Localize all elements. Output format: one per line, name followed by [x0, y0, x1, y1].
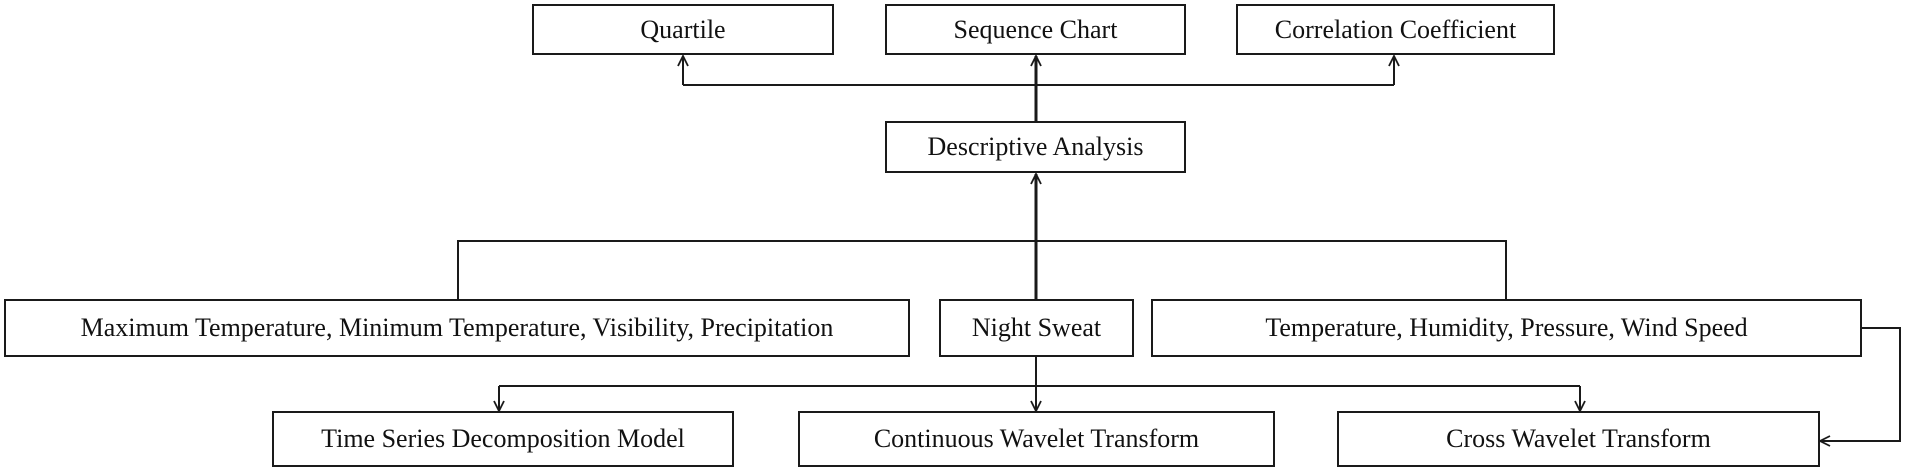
temperature-humidity-pressure-wind-node: Temperature, Humidity, Pressure, Wind Sp…	[1151, 299, 1862, 357]
night-sweat-node: Night Sweat	[939, 299, 1134, 357]
quartile-node: Quartile	[532, 4, 834, 55]
descriptive-analysis-node: Descriptive Analysis	[885, 121, 1186, 173]
correlation-coefficient-node: Correlation Coefficient	[1236, 4, 1555, 55]
arrow-side-loop-to-cross-wavelet	[1820, 327, 1901, 441]
continuous-wavelet-transform-node: Continuous Wavelet Transform	[798, 411, 1275, 467]
cross-wavelet-transform-node: Cross Wavelet Transform	[1337, 411, 1820, 467]
time-series-decomposition-node: Time Series Decomposition Model	[272, 411, 734, 467]
sequence-chart-node: Sequence Chart	[885, 4, 1186, 55]
max-min-visibility-precipitation-node: Maximum Temperature, Minimum Temperature…	[4, 299, 910, 357]
left-riser	[457, 240, 1507, 299]
